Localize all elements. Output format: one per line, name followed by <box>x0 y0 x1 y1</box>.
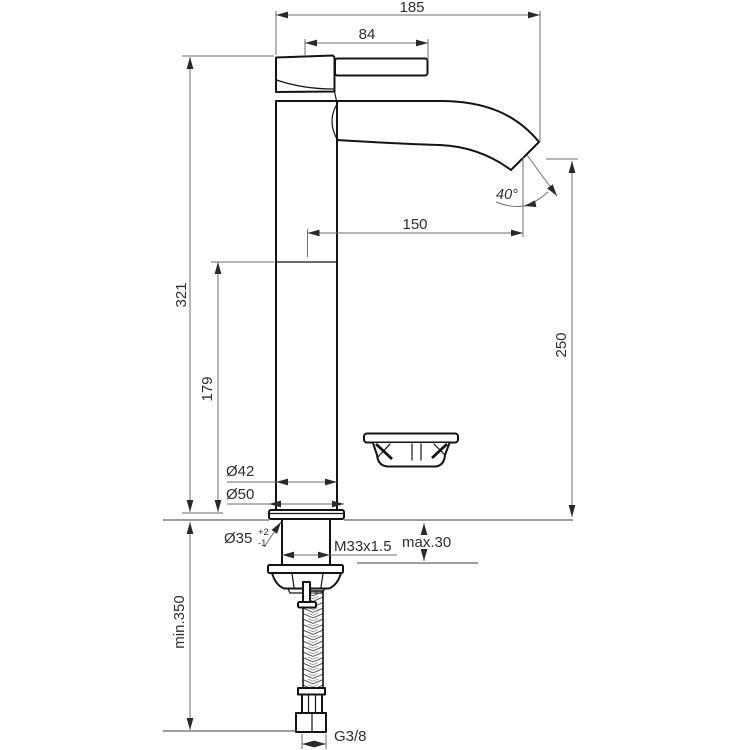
dimension-shank-thread: M33x1.5 <box>282 538 397 559</box>
dimension-hose-connection: G3/8 <box>301 728 367 749</box>
dimension-upper-body-height: 179 <box>199 261 274 512</box>
dim-label-handle-length: 84 <box>359 26 376 43</box>
spout-root-arc <box>331 103 338 140</box>
dim-label-hose-connection: G3/8 <box>334 728 367 745</box>
dim-label-hole-tol-minus: -1 <box>258 538 266 549</box>
dim-label-spray-angle: 40° <box>496 187 518 203</box>
dimension-body-diameter: Ø42 <box>226 463 337 486</box>
dimension-spray-angle: 40° <box>495 154 558 237</box>
mounting-washer <box>267 564 344 574</box>
pull-rod-knob <box>297 601 317 609</box>
dim-label-upper-body-height: 179 <box>199 376 216 401</box>
drain-plug-strut-left <box>375 442 393 461</box>
body-column <box>275 100 338 511</box>
dim-label-total-height: 321 <box>173 282 190 307</box>
mounting-deck <box>163 512 573 732</box>
pull-rod <box>302 581 311 604</box>
handle-base-curve <box>275 79 335 90</box>
base-escutcheon <box>268 509 345 520</box>
dim-label-body-diameter: Ø42 <box>226 463 254 480</box>
drain-plug-strut-left-cross <box>377 443 391 458</box>
dimension-hole-diameter: Ø35 +2 -1 <box>224 521 282 549</box>
dim-label-min-clearance: min.350 <box>171 595 188 648</box>
housing-neck <box>333 90 338 102</box>
dimension-total-height: 321 <box>173 55 274 512</box>
dim-label-base-diameter: Ø50 <box>226 486 254 503</box>
mounting-nut <box>271 572 342 590</box>
drain-plug-strut-right <box>431 442 448 460</box>
handle-lever <box>334 57 429 77</box>
drain-plug-cap <box>363 432 459 444</box>
drain-plug-body <box>372 442 451 468</box>
nut-facet-right <box>320 573 324 588</box>
dimension-overall-width: 185 <box>275 0 541 142</box>
dimension-handle-length: 84 <box>304 26 429 60</box>
nut-facet-left <box>291 573 295 588</box>
dimension-min-clearance: min.350 <box>171 522 194 730</box>
dimension-spout-reach: 150 <box>307 216 523 257</box>
spout <box>336 100 540 171</box>
drain-plug <box>363 432 459 468</box>
dimension-outlet-height: 250 <box>546 158 578 517</box>
drain-plug-strut-right-cross <box>433 443 446 456</box>
dim-label-hole-tol-plus: +2 <box>258 527 269 538</box>
hose-hex-nut <box>295 712 327 733</box>
dimension-base-diameter: Ø50 <box>226 486 344 508</box>
dim-label-shank-thread: M33x1.5 <box>334 538 392 555</box>
dim-label-overall-width: 185 <box>399 0 424 16</box>
dim-label-max-deck-thickness: max.30 <box>402 534 451 551</box>
dim-label-spout-reach: 150 <box>402 216 427 233</box>
dimension-max-deck-thickness: max.30 <box>402 523 451 561</box>
faucet-body <box>267 54 540 733</box>
hose-connector <box>301 693 323 714</box>
dim-label-outlet-height: 250 <box>553 332 570 357</box>
handle-housing <box>275 54 336 93</box>
dim-label-hole-diameter: Ø35 <box>224 530 252 547</box>
